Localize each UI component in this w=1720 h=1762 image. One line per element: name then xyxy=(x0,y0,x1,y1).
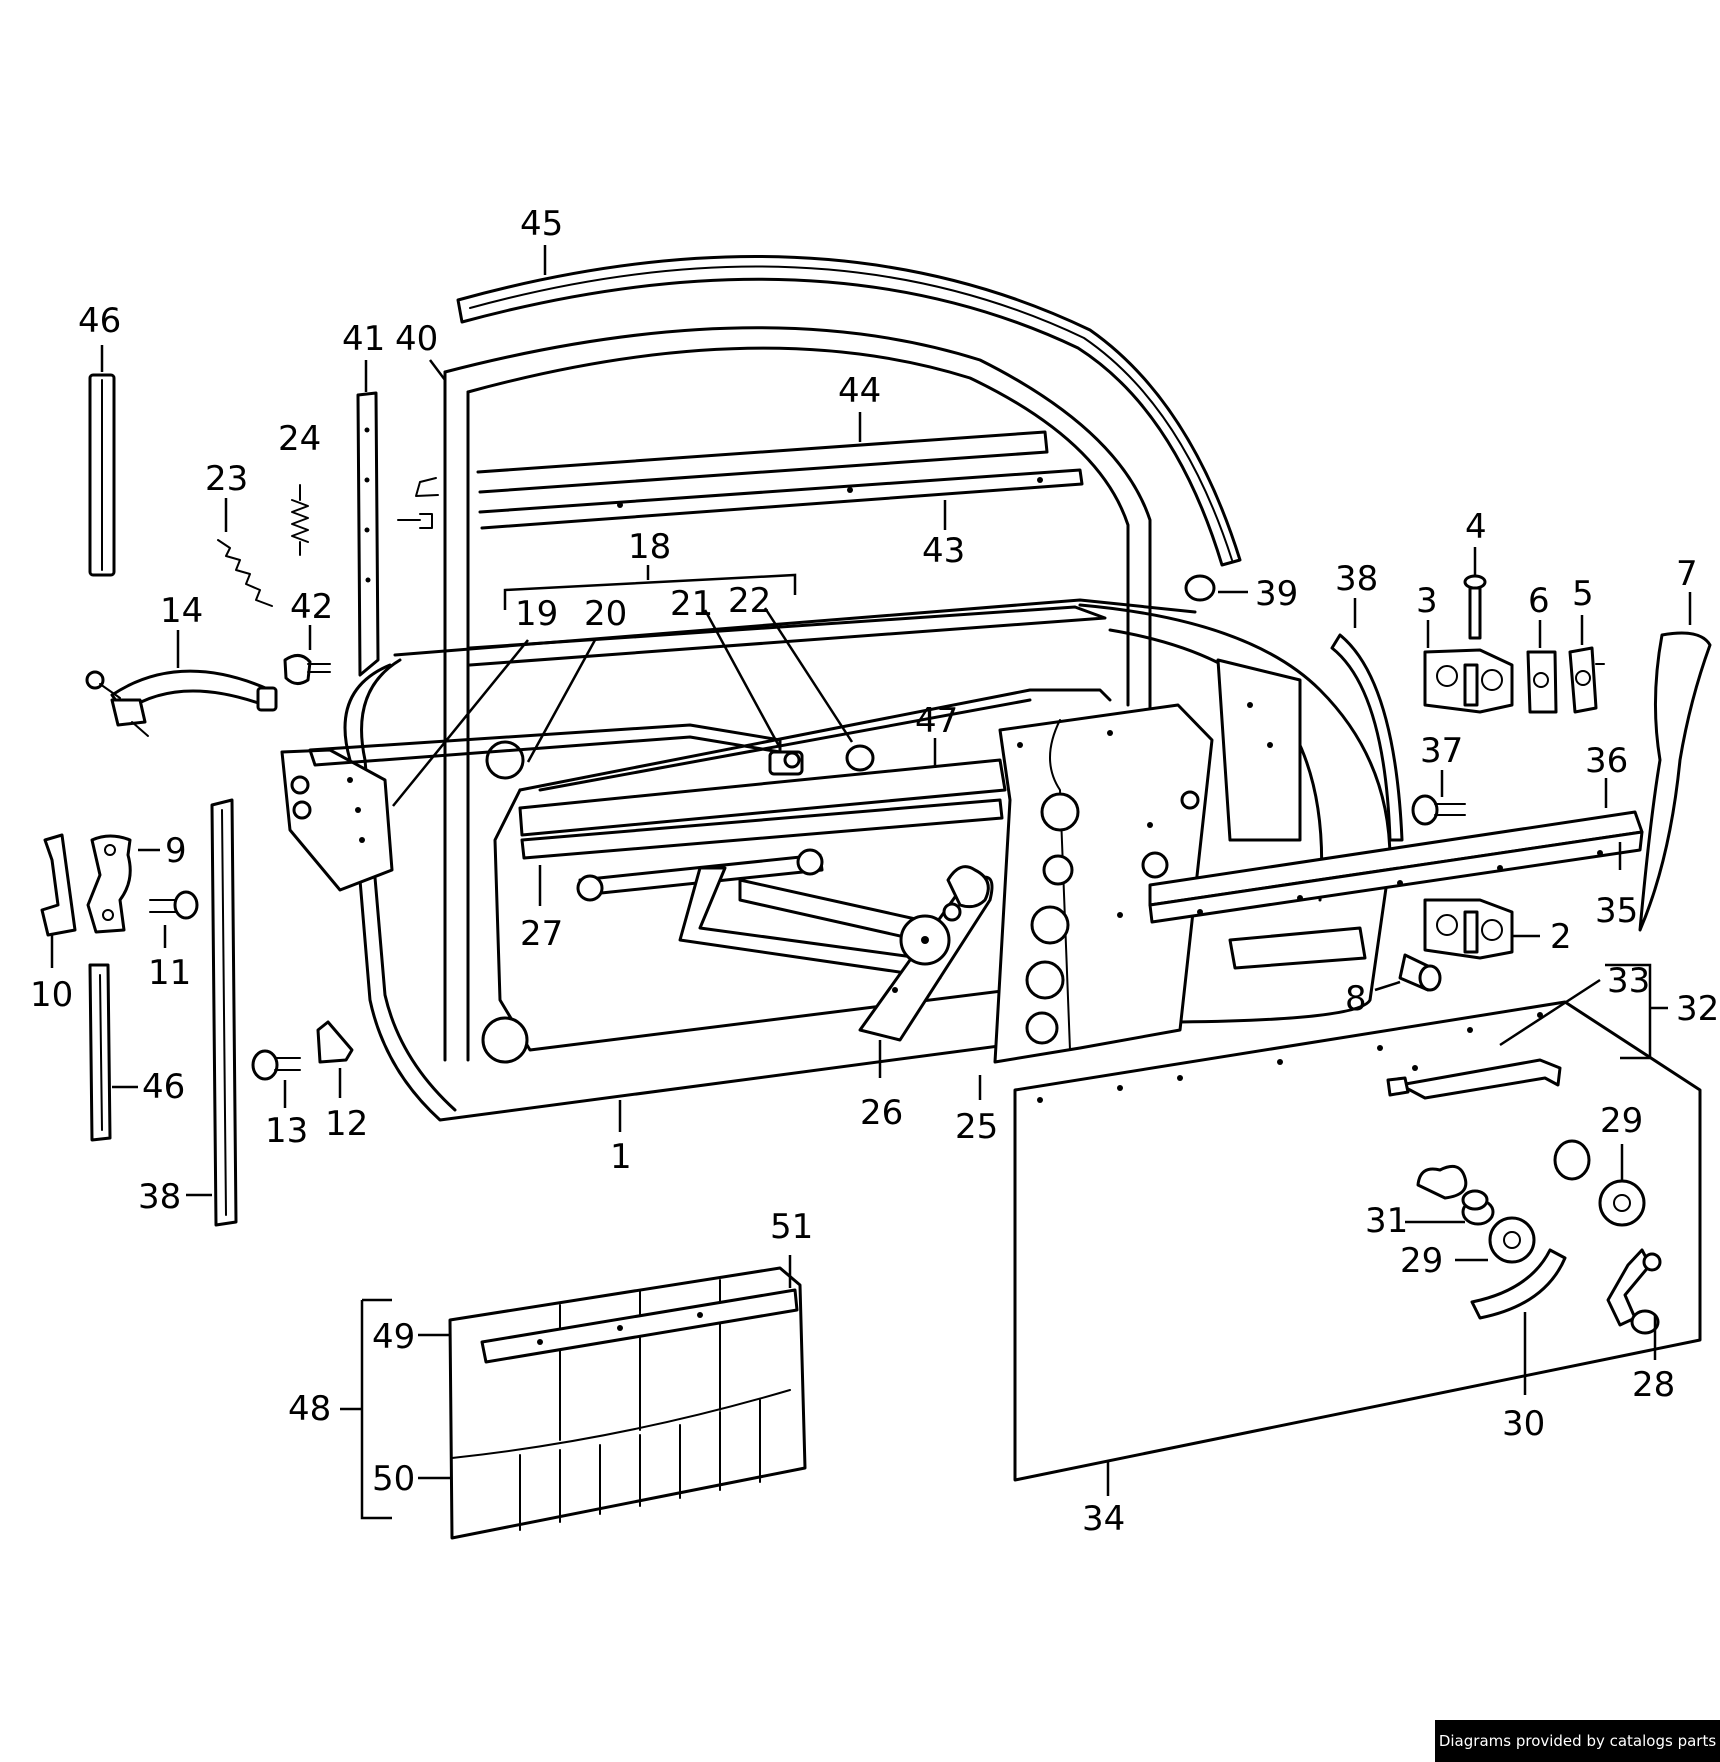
part-29-escutcheon-lower xyxy=(1455,1216,1536,1264)
label-4: 4 xyxy=(1465,507,1487,547)
label-12: 12 xyxy=(325,1104,368,1144)
label-45: 45 xyxy=(520,204,563,244)
label-41: 41 xyxy=(342,319,385,359)
label-1: 1 xyxy=(610,1137,632,1177)
part-38-door-seal-left xyxy=(186,798,238,1227)
part-9-lock-plate xyxy=(86,834,160,934)
label-19: 19 xyxy=(515,594,558,634)
label-13: 13 xyxy=(265,1111,308,1151)
label-49: 49 xyxy=(372,1317,415,1357)
part-38-door-seal-right xyxy=(1330,598,1404,842)
label-31: 31 xyxy=(1365,1201,1408,1241)
part-14-inner-handle xyxy=(85,630,278,737)
part-21-rod-clip xyxy=(703,609,804,776)
label-29b: 29 xyxy=(1400,1241,1443,1281)
part-31-spring-cup xyxy=(1405,1164,1495,1226)
label-25: 25 xyxy=(955,1107,998,1147)
part-8-door-stop xyxy=(1228,926,1442,992)
label-10: 10 xyxy=(30,975,73,1015)
label-22: 22 xyxy=(728,581,771,621)
part-19-lock-bracket xyxy=(280,639,529,892)
part-40-window-frame xyxy=(397,326,1152,1062)
label-35: 35 xyxy=(1595,891,1638,931)
part-12-triangle-bracket xyxy=(316,1020,354,1098)
label-42: 42 xyxy=(290,587,333,627)
label-23: 23 xyxy=(205,459,248,499)
part-44-upper-rail xyxy=(476,412,1049,494)
part-39-plug xyxy=(1184,574,1248,602)
label-38b: 38 xyxy=(138,1177,181,1217)
part-41-vertical-channel xyxy=(356,360,380,677)
part-22-knob xyxy=(763,607,875,772)
part-10-bracket xyxy=(40,833,77,968)
label-24: 24 xyxy=(278,419,321,459)
part-33-armrest xyxy=(1386,978,1601,1100)
part-36-sill-strip xyxy=(1148,778,1644,924)
label-32: 32 xyxy=(1676,989,1719,1029)
label-8: 8 xyxy=(1345,979,1367,1019)
part-42-screw xyxy=(283,625,331,685)
label-2: 2 xyxy=(1550,917,1572,957)
part-34-door-trim-panel xyxy=(1013,1000,1702,1496)
label-7: 7 xyxy=(1676,554,1698,594)
label-43: 43 xyxy=(922,531,965,571)
part-45-roof-seal xyxy=(456,245,1242,567)
part-23-spring xyxy=(217,498,273,607)
label-26: 26 xyxy=(860,1093,903,1133)
label-11: 11 xyxy=(148,953,191,993)
label-18: 18 xyxy=(628,527,671,567)
part-13-screw xyxy=(251,1049,301,1108)
label-30: 30 xyxy=(1502,1404,1545,1444)
label-50: 50 xyxy=(372,1459,415,1499)
part-24-spring xyxy=(291,484,309,556)
part-29-escutcheon-upper xyxy=(1598,1144,1646,1227)
credit-banner: Diagrams provided by catalogs parts xyxy=(1435,1720,1720,1762)
part-25-reinforcement xyxy=(978,703,1214,1100)
label-9: 9 xyxy=(165,831,187,871)
part-30-door-pull xyxy=(1470,1248,1567,1395)
label-38: 38 xyxy=(1335,559,1378,599)
group-32-armrest-assembly xyxy=(1605,963,1668,1060)
group-18-bracket xyxy=(503,565,797,610)
label-6: 6 xyxy=(1528,581,1550,621)
part-51-pocket-strip xyxy=(480,1255,799,1364)
part-28-window-crank xyxy=(1606,1248,1662,1360)
label-28: 28 xyxy=(1632,1365,1675,1405)
part-4-hinge-pin xyxy=(1463,547,1487,640)
label-51: 51 xyxy=(770,1207,813,1247)
label-37: 37 xyxy=(1420,731,1463,771)
label-5: 5 xyxy=(1572,574,1594,614)
callout-labels: 45 46 41 40 44 24 23 43 18 19 20 21 22 3… xyxy=(30,204,1719,1539)
label-33: 33 xyxy=(1607,961,1650,1001)
label-40: 40 xyxy=(395,319,438,359)
label-47: 47 xyxy=(915,701,958,741)
part-46-strip-upper xyxy=(88,345,116,577)
label-46: 46 xyxy=(78,301,121,341)
label-46b: 46 xyxy=(142,1067,185,1107)
label-3: 3 xyxy=(1416,581,1438,621)
part-37-screw xyxy=(1411,770,1466,826)
label-48: 48 xyxy=(288,1389,331,1429)
part-46-strip-lower xyxy=(88,963,138,1142)
part-3-upper-hinge xyxy=(1423,620,1514,714)
part-47-glass-channel xyxy=(518,738,1007,837)
part-2-lower-hinge xyxy=(1423,898,1540,960)
label-21: 21 xyxy=(670,584,713,624)
label-20: 20 xyxy=(584,594,627,634)
label-29: 29 xyxy=(1600,1101,1643,1141)
label-36: 36 xyxy=(1585,741,1628,781)
part-26-window-regulator xyxy=(678,865,994,1078)
label-44: 44 xyxy=(838,371,881,411)
label-27: 27 xyxy=(520,914,563,954)
part-6-backing-plate xyxy=(1526,620,1558,714)
label-14: 14 xyxy=(160,591,203,631)
part-5-striker-plate xyxy=(1568,615,1605,714)
part-43-lower-rail xyxy=(478,468,1084,530)
label-34: 34 xyxy=(1082,1499,1125,1539)
part-1-door-shell xyxy=(343,598,1392,1132)
part-7-trim xyxy=(1638,592,1712,932)
part-11-screw xyxy=(149,890,199,948)
label-39: 39 xyxy=(1255,574,1298,614)
